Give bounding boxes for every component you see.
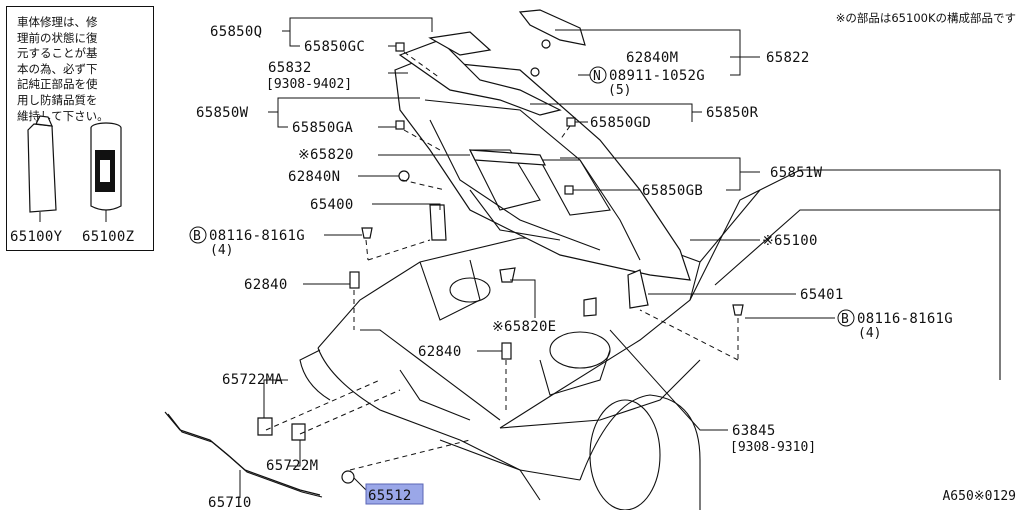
label-08911-qty: (5): [608, 83, 631, 98]
label-65512: 65512: [368, 488, 412, 504]
nut-08911: [530, 67, 540, 77]
hood-stay-65820: [468, 149, 547, 166]
spray-can-icon: [90, 122, 122, 222]
clip-65850GA: [395, 120, 405, 130]
bolt-left: [361, 227, 373, 239]
label-65832: 65832: [268, 60, 312, 76]
label-65710: 65710: [208, 495, 252, 510]
label-08116-left: 08116-8161G: [209, 228, 305, 244]
label-65850GC: 65850GC: [304, 39, 365, 55]
label-08116-left-qty: (4): [210, 243, 233, 258]
repair-note-text: 車体修理は、修 理前の状態に復 元することが基 本の為、必ず下 記純正部品を使 …: [17, 15, 149, 124]
grommet-65512: [341, 470, 355, 484]
clip-65850GC: [395, 42, 405, 52]
label-65850GD: 65850GD: [590, 115, 651, 131]
bolt-right: [732, 304, 744, 316]
label-63845: 63845: [732, 423, 776, 439]
label-62840N: 62840N: [288, 169, 340, 185]
label-65820E: ※65820E: [492, 319, 556, 335]
label-65100: ※65100: [762, 233, 818, 249]
label-63845-date: [9308-9310]: [730, 440, 816, 455]
note-line: 本の為、必ず下: [17, 61, 98, 76]
hinge-65400: [429, 204, 447, 241]
label-65401: 65401: [800, 287, 844, 303]
label-65400: 65400: [310, 197, 354, 213]
circle-letter-b-left: B: [193, 229, 201, 244]
label-65822: 65822: [766, 50, 810, 66]
note-line: 車体修理は、修: [17, 15, 98, 29]
note-line: 理前の状態に復: [17, 30, 98, 45]
label-08116-right-qty: (4): [858, 326, 881, 341]
label-08911: 08911-1052G: [609, 68, 705, 84]
part-label-65100Z: 65100Z: [82, 229, 134, 245]
bush-62840N: [398, 170, 410, 182]
circle-letter-b-right: B: [841, 312, 849, 327]
sealant-tube-icon: [27, 115, 57, 222]
part-labels: 65850Q 65850GC 65832 [9308-9402] 65850W …: [189, 24, 953, 510]
clip-65850GD: [566, 117, 576, 127]
note-line: 用し防錆品質を: [17, 92, 98, 107]
label-62840-b: 62840: [418, 344, 462, 360]
label-65722M: 65722M: [266, 458, 318, 474]
label-65850R: 65850R: [706, 105, 759, 121]
hood-stay-rod-65710: [164, 411, 323, 498]
clip-65722MA: [257, 417, 273, 436]
assembly-dashed-lines: [265, 51, 739, 471]
label-65850GB: 65850GB: [642, 183, 703, 199]
bumper-62840-b: [501, 342, 512, 360]
label-62840-a: 62840: [244, 277, 288, 293]
clip-65850GB: [564, 185, 574, 195]
highlight-65512: [365, 483, 424, 505]
label-65850GA: 65850GA: [292, 120, 353, 136]
reference-code: A650※0129: [942, 489, 1016, 504]
note-line: 記純正部品を使: [17, 77, 98, 92]
note-line: 元することが基: [17, 46, 98, 61]
hinge-65401: [627, 269, 649, 309]
repair-note-box: 車体修理は、修 理前の状態に復 元することが基 本の為、必ず下 記純正部品を使 …: [6, 6, 154, 251]
hood-seal-65832: [398, 39, 562, 116]
hood-strip-65850Q: [428, 31, 492, 56]
label-62840M: 62840M: [626, 50, 678, 66]
hood-panel: [394, 59, 691, 281]
stay-holder: [583, 297, 597, 317]
label-65832-date: [9308-9402]: [266, 77, 352, 92]
stay-clip-65820E: [499, 267, 516, 283]
clip-parts: [257, 39, 744, 484]
bush-62840M: [541, 39, 551, 49]
leader-lines: [239, 17, 835, 498]
header-note: ※の部品は65100Kの構成部品です: [835, 11, 1016, 25]
label-65722MA: 65722MA: [222, 372, 283, 388]
label-65820: ※65820: [298, 147, 354, 163]
clip-65722M: [291, 423, 306, 441]
label-08116-right: 08116-8161G: [857, 311, 953, 327]
hood-molding-65822: [518, 9, 586, 46]
label-65851W: 65851W: [770, 165, 823, 181]
label-65850Q: 65850Q: [210, 24, 262, 40]
circle-letter-n: N: [593, 69, 601, 84]
part-label-65100Y: 65100Y: [10, 229, 63, 245]
label-65850W: 65850W: [196, 105, 249, 121]
bumper-62840-a: [349, 271, 360, 289]
